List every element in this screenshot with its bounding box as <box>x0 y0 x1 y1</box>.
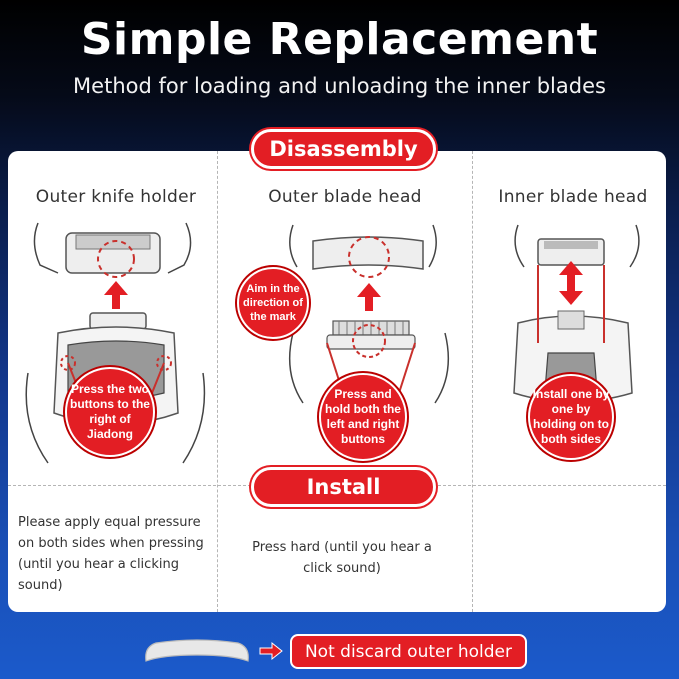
install-note-outer-knife-holder: Please apply equal pressure on both side… <box>18 515 204 593</box>
column-title-inner-blade-head: Inner blade head <box>498 187 648 207</box>
callout-press-two-buttons: Press the two buttons to the right of Ji… <box>65 367 155 457</box>
column-divider <box>217 151 218 612</box>
not-discard-outer-holder-label: Not discard outer holder <box>290 634 527 669</box>
callout-press-hold-buttons: Press and hold both the left and right b… <box>319 373 407 461</box>
column-title-outer-knife-holder: Outer knife holder <box>35 187 197 207</box>
outer-holder-icon <box>145 639 249 662</box>
page-title: Simple Replacement <box>80 14 599 65</box>
outer-blade-head-illustration <box>288 224 450 404</box>
arrow-right-icon <box>259 641 283 661</box>
callout-aim-mark: Aim in the direction of the mark <box>237 267 309 339</box>
column-divider <box>472 151 473 612</box>
install-section-label: Install <box>251 467 436 507</box>
callout-install-one-by-one: Install one by one by holding on to both… <box>528 374 614 460</box>
page-subtitle: Method for loading and unloading the inn… <box>73 74 606 98</box>
column-title-outer-blade-head: Outer blade head <box>268 187 422 207</box>
install-note-outer-blade-head: Press hard (until you hear a click sound… <box>252 540 432 576</box>
instruction-panel: Outer knife holder Outer blade head Inne… <box>8 151 666 612</box>
disassembly-section-label: Disassembly <box>251 129 436 169</box>
